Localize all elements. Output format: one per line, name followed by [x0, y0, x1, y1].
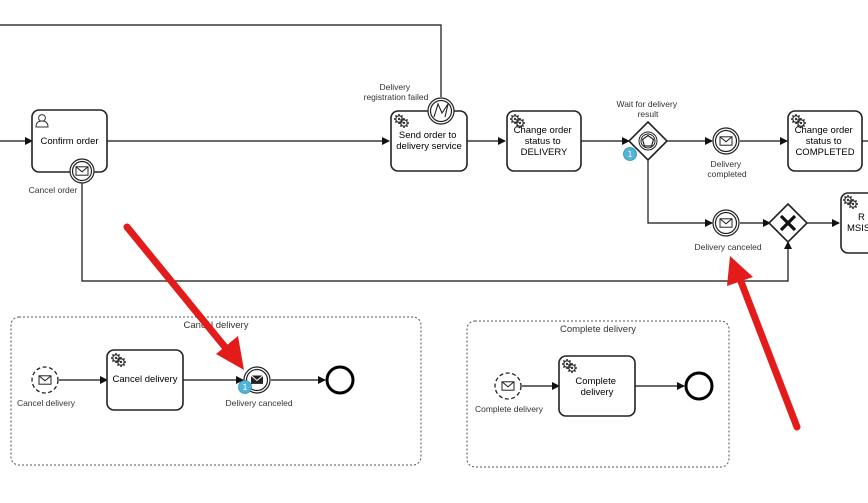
envelope-icon — [250, 375, 264, 382]
task-cancel-delivery[interactable]: Cancel delivery — [106, 349, 184, 411]
label-wait-for-delivery-result: Wait for delivery result — [617, 99, 680, 119]
task-label: Send order to delivery service — [396, 130, 461, 152]
flow-error-loop[interactable] — [0, 24, 442, 97]
flow-gateway-to-canceled[interactable] — [647, 160, 713, 227]
task-change-status-completed[interactable]: Change order status to COMPLETED — [787, 110, 863, 172]
event-based-gateway[interactable] — [627, 120, 669, 162]
end-event[interactable] — [325, 365, 355, 395]
task-label: Cancel delivery — [113, 374, 178, 385]
sequence-flows — [0, 24, 868, 282]
envelope-icon — [719, 218, 733, 228]
pentagon-icon — [641, 134, 655, 147]
envelope-icon — [75, 166, 89, 176]
start-event-complete-delivery[interactable] — [494, 372, 522, 400]
label-delivery-canceled: Delivery canceled — [694, 242, 761, 252]
label-delivery-completed: Delivery completed — [707, 159, 746, 179]
x-icon — [779, 214, 797, 232]
task-label: Change order status to COMPLETED — [795, 125, 856, 158]
catch-event-delivery-completed[interactable] — [712, 127, 740, 155]
exclusive-gateway[interactable] — [767, 202, 809, 244]
svg-text:1: 1 — [627, 150, 632, 159]
end-event[interactable] — [684, 371, 714, 401]
label-delivery-registration-failed: Delivery registration failed — [364, 82, 429, 102]
task-label: Change order status to DELIVERY — [514, 125, 575, 158]
red-annotation-arrow-left — [123, 223, 244, 370]
task-label: Confirm order — [40, 136, 98, 147]
task-partial-right[interactable]: R MSIS — [840, 192, 868, 254]
task-complete-delivery[interactable]: Complete delivery — [558, 355, 636, 417]
envelope-icon — [38, 375, 52, 385]
task-confirm-order[interactable]: Confirm order — [31, 109, 108, 173]
flow-cancel-order-to-xor[interactable] — [81, 183, 792, 282]
task-send-order[interactable]: Send order to delivery service — [390, 110, 468, 172]
task-label: Complete delivery — [575, 376, 618, 398]
boundary-message-event-cancel-order[interactable] — [69, 158, 95, 184]
label-sub-delivery-canceled: Delivery canceled — [225, 398, 292, 408]
user-icon — [35, 114, 49, 128]
throw-badge: 1 — [238, 380, 252, 394]
task-change-status-delivery[interactable]: Change order status to DELIVERY — [506, 110, 582, 172]
boundary-error-event[interactable] — [427, 97, 455, 125]
subprocess-cancel-delivery[interactable]: Cancel delivery Cancel delivery Cancel d… — [10, 316, 422, 466]
task-label: R MSIS — [847, 212, 868, 234]
gateway-badge: 1 — [623, 147, 637, 161]
start-event-cancel-delivery[interactable] — [31, 366, 59, 394]
envelope-icon — [719, 136, 733, 146]
svg-text:1: 1 — [242, 383, 247, 392]
label-sub-cancel-delivery-start: Cancel delivery — [17, 398, 76, 408]
subprocess-title: Cancel delivery — [184, 320, 249, 331]
subprocess-complete-delivery[interactable]: Complete delivery Complete delivery Comp… — [466, 320, 730, 468]
envelope-icon — [501, 381, 515, 391]
red-annotation-arrow-right — [727, 256, 801, 431]
catch-event-delivery-canceled[interactable] — [712, 209, 740, 237]
label-sub-complete-delivery-start: Complete delivery — [475, 404, 544, 414]
label-cancel-order: Cancel order — [29, 185, 78, 195]
subprocess-title: Complete delivery — [560, 324, 636, 335]
lightning-icon — [433, 102, 449, 118]
